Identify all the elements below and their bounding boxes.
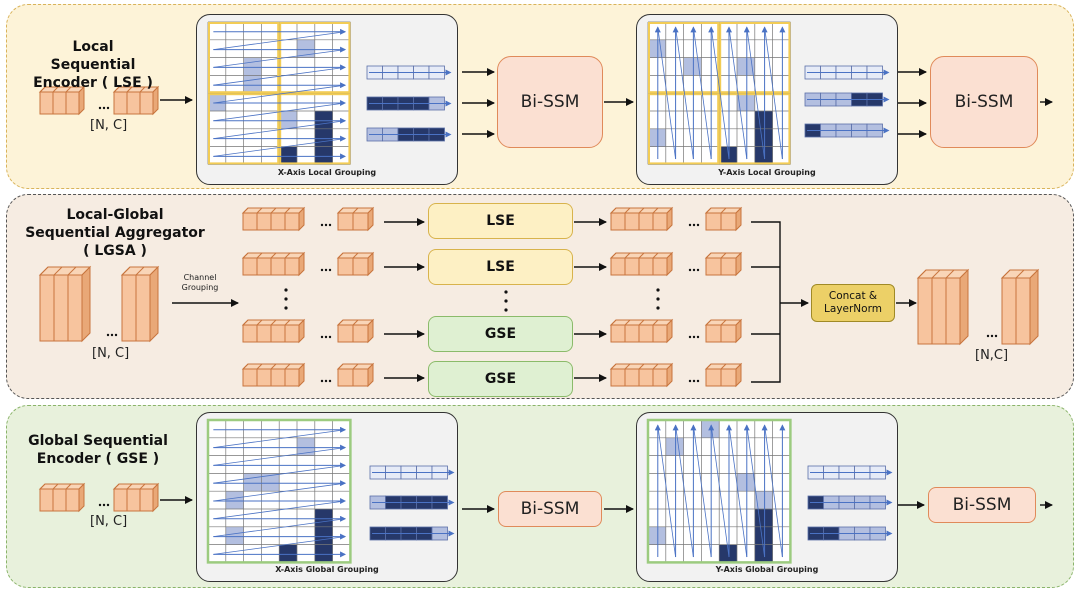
gse-x-seq-3 [369,526,455,541]
lgsa-block-3-label: GSE [484,326,517,342]
concat-layernorm-block: Concat & LayerNorm [811,284,895,322]
gse-y-seq-3 [807,526,893,541]
lgsa-output-stack-a [916,268,970,346]
lse-input-token-b [112,85,160,116]
lse-x-caption: X-Axis Local Grouping [277,168,377,177]
lgsa-row2-out-a [609,251,674,277]
lse-x-seq-3 [366,127,452,142]
lgsa-input-stack-b [120,265,160,343]
lse-bi-ssm-2: Bi-SSM [930,56,1038,148]
lgsa-row4-in-a [241,362,306,388]
lgsa-row1-out-a [609,206,674,232]
grouping-grids [206,21,792,564]
lgsa-block-3: GSE [428,316,573,352]
lgsa-row2-in-b [336,251,375,277]
lgsa-title: Local-Global Sequential Aggregator ( LGS… [20,206,210,260]
gse-x-seq-2 [369,495,455,510]
concat-line2: LayerNorm [824,303,882,315]
lgsa-row3-out-a [609,318,674,344]
gse-bi-ssm-1: Bi-SSM [498,491,602,527]
gse-bi-ssm-2-label: Bi-SSM [952,495,1012,515]
lgsa-row1-out-dots [688,223,700,227]
lgsa-row4-in-b [336,362,375,388]
gse-bi-ssm-1-label: Bi-SSM [520,499,580,519]
lse-input-dots [98,106,110,110]
lgsa-row1-in-dots [320,223,332,227]
lgsa-output-dots [986,334,998,338]
lgsa-row1-in-a [241,206,306,232]
lgsa-block-4: GSE [428,361,573,397]
gse-title-line2: Encoder ( GSE ) [36,451,160,467]
lgsa-title-line2: Sequential Aggregator [25,225,205,241]
lse-x-seq-2 [366,96,452,111]
lse-title-line2: Encoder ( LSE ) [33,75,153,91]
lgsa-input-dots [106,333,118,337]
token-stacks [38,85,1040,513]
gse-y-seq-2 [807,495,893,510]
gse-input-dots [98,503,110,507]
lgsa-input-label: [N, C] [92,346,130,361]
lse-y-grid [647,21,791,165]
gse-x-seq-1 [369,465,455,480]
concat-line1: Concat & [828,290,878,302]
lse-bi-ssm-2-label: Bi-SSM [954,92,1014,112]
lgsa-row1-out-b [704,206,743,232]
lse-title: Local Sequential Encoder ( LSE ) [28,38,158,92]
lgsa-row3-in-a [241,318,306,344]
lgsa-row4-in-dots [320,379,332,383]
lgsa-title-line3: ( LGSA ) [83,243,147,259]
lgsa-row2-in-a [241,251,306,277]
flow-arrows [160,68,1053,513]
gse-title: Global Sequential Encoder ( GSE ) [28,432,168,468]
channel-grouping-label: Channel Grouping [170,273,230,293]
lgsa-row4-out-b [704,362,743,388]
lse-y-caption: Y-Axis Local Grouping [718,168,816,177]
channel-grouping-line1: Channel [183,273,217,282]
lse-bi-ssm-1: Bi-SSM [497,56,603,148]
lgsa-block-2-label: LSE [486,259,515,275]
lgsa-row3-in-dots [320,335,332,339]
lgsa-row3-out-dots [688,335,700,339]
lgsa-block-1: LSE [428,203,573,239]
lgsa-output-stack-b [1000,268,1040,346]
lse-bi-ssm-1-label: Bi-SSM [520,92,580,112]
lgsa-row4-out-dots [688,379,700,383]
lgsa-input-stack-a [38,265,92,343]
gse-bi-ssm-2: Bi-SSM [928,487,1036,523]
lse-x-seq-1 [366,65,452,80]
lse-input-label: [N, C] [90,118,128,133]
lgsa-row4-out-a [609,362,674,388]
lgsa-block-4-label: GSE [484,371,517,387]
sequence-bars [366,65,893,541]
lgsa-row2-in-dots [320,268,332,272]
lgsa-row3-in-b [336,318,375,344]
gse-x-caption: X-Axis Global Grouping [275,565,379,574]
lse-title-line1: Local Sequential [50,39,136,73]
lgsa-block-1-label: LSE [486,213,515,229]
lse-y-seq-1 [804,65,890,80]
lgsa-block-2: LSE [428,249,573,285]
gse-y-seq-1 [807,465,893,480]
lgsa-row3-out-b [704,318,743,344]
vertical-ellipses [284,288,660,312]
gse-input-label: [N, C] [90,514,128,529]
gse-title-line1: Global Sequential [28,433,168,449]
lse-x-grid [207,21,351,165]
lgsa-row2-out-b [704,251,743,277]
lse-y-seq-3 [804,123,890,138]
lse-input-token-a [38,85,86,116]
lgsa-title-line1: Local-Global [66,207,164,223]
gse-input-token-b [112,482,160,513]
gse-y-grid [646,418,792,564]
channel-grouping-line2: Grouping [181,283,219,292]
gse-input-token-a [38,482,86,513]
lgsa-output-label: [N,C] [975,348,1009,363]
gse-x-grid [206,418,352,564]
gse-y-caption: Y-Axis Global Grouping [715,565,819,574]
lgsa-row2-out-dots [688,268,700,272]
lse-y-seq-2 [804,92,890,107]
lgsa-row1-in-b [336,206,375,232]
